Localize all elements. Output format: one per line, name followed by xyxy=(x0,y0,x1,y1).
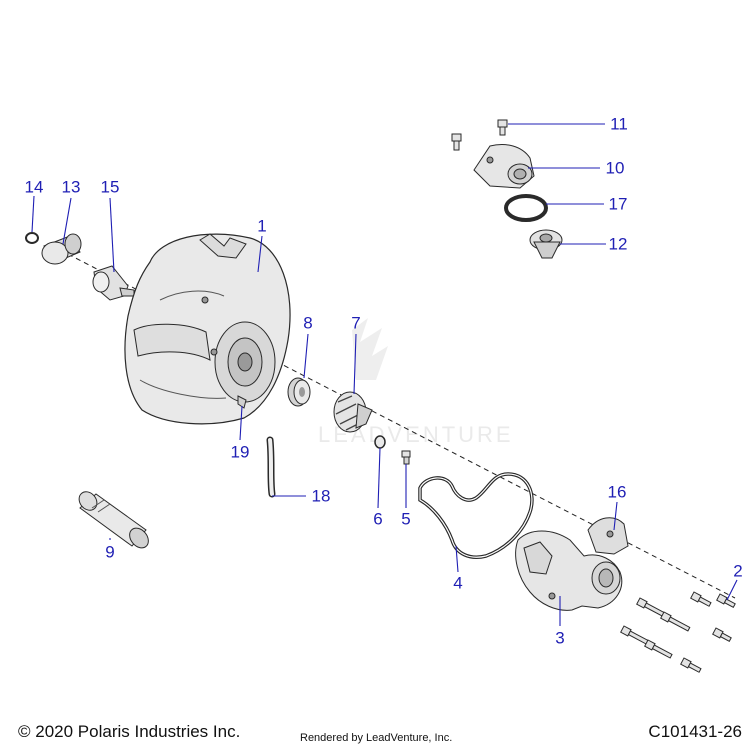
clip-19 xyxy=(237,395,247,409)
copyright-text: © 2020 Polaris Industries Inc. xyxy=(18,722,241,741)
housing-1 xyxy=(124,233,291,425)
callout-7: 7 xyxy=(351,313,361,333)
leader-4 xyxy=(455,545,459,573)
bolt-5 xyxy=(401,450,411,465)
callout-14: 14 xyxy=(24,177,44,197)
leader-6 xyxy=(377,447,381,509)
leader-14 xyxy=(31,195,35,233)
callout-15: 15 xyxy=(100,177,120,197)
leader-lines xyxy=(31,123,738,626)
bolts-11 xyxy=(451,119,508,151)
leader-19 xyxy=(239,405,243,441)
washer-6 xyxy=(374,435,386,449)
impeller-7 xyxy=(333,391,373,433)
callout-17: 17 xyxy=(608,194,628,214)
callout-16: 16 xyxy=(607,482,627,502)
leader-7 xyxy=(353,333,357,395)
pump-housing-3 xyxy=(515,530,623,611)
callout-12: 12 xyxy=(608,234,628,254)
diagram-code: C101431-26 xyxy=(648,722,742,741)
bolts-2 xyxy=(620,591,736,673)
pump-cover-16 xyxy=(587,517,629,555)
hose-18 xyxy=(268,438,274,496)
seal-ring-17 xyxy=(504,194,548,222)
callout-11: 11 xyxy=(610,114,628,134)
leader-16 xyxy=(613,501,618,531)
callout-18: 18 xyxy=(311,486,331,506)
leader-15 xyxy=(109,197,115,273)
gasket-4 xyxy=(418,472,534,559)
shaft-15 xyxy=(92,265,135,301)
callout-9: 9 xyxy=(105,542,115,562)
leader-1 xyxy=(257,235,263,273)
callout-3: 3 xyxy=(555,628,565,648)
leader-13 xyxy=(62,197,72,245)
callout-1: 1 xyxy=(257,216,267,236)
cap-13 xyxy=(41,233,82,265)
callout-2: 2 xyxy=(733,561,743,581)
thermostat-12 xyxy=(529,229,563,259)
callout-5: 5 xyxy=(401,509,411,529)
callout-4: 4 xyxy=(453,573,463,593)
thermostat-housing-10 xyxy=(473,144,535,189)
seal-8 xyxy=(287,377,311,407)
callout-10: 10 xyxy=(605,158,625,178)
tube-9 xyxy=(78,491,149,549)
leader-2 xyxy=(726,579,738,601)
o-ring-14 xyxy=(25,232,39,244)
leader-8 xyxy=(303,333,309,379)
callout-19: 19 xyxy=(230,442,250,462)
callout-13: 13 xyxy=(61,177,81,197)
flame-logo-icon xyxy=(352,318,388,380)
rendered-by-text: Rendered by LeadVenture, Inc. xyxy=(300,732,453,744)
callout-8: 8 xyxy=(303,313,313,333)
callout-6: 6 xyxy=(373,509,383,529)
